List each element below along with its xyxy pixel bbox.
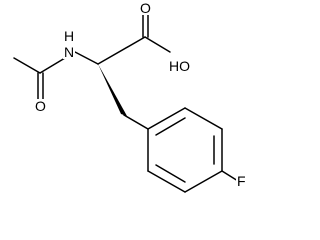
atom-labels: H N O O HO F [35, 0, 246, 189]
side-chain-bond [123, 114, 149, 130]
bond-layer [13, 13, 239, 193]
carbonyl-oxygen-mask [139, 1, 152, 15]
wedge-bond [98, 64, 127, 116]
hydroxyl-mask [168, 58, 192, 73]
fluoro-bond [221, 170, 239, 182]
carboxyl-hydroxyl-bond [144, 36, 171, 53]
nitrogen-label: N [64, 44, 74, 60]
fluorine-mask [236, 173, 247, 188]
n-to-alpha-carbon-bond [74, 51, 99, 65]
acetyl-oxygen-label: O [35, 98, 46, 114]
ring-bond-2 [184, 107, 223, 130]
acetyl-oxygen-mask [34, 99, 47, 113]
ring-bond-4 [184, 170, 223, 193]
acetyl-methyl-bond [13, 57, 41, 74]
nitrogen-mask [63, 44, 75, 59]
ring-bond-1 [147, 107, 186, 130]
label-masks [34, 1, 247, 188]
ring-inner-double-3 [155, 164, 186, 183]
nitrogen-h-label: H [64, 28, 74, 44]
acetyl-carbonyl-bond [39, 57, 66, 74]
ring-bond-5 [147, 170, 186, 193]
hydroxyl-label: HO [169, 58, 190, 74]
nitrogen-h-mask [63, 29, 73, 43]
alpha-to-carboxyl-bond [97, 36, 146, 65]
fluorine-label: F [237, 173, 246, 189]
ring-inner-double-1 [155, 117, 186, 136]
carbonyl-oxygen-label: O [140, 0, 151, 16]
chemical-structure: H N O O HO F [13, 0, 247, 193]
